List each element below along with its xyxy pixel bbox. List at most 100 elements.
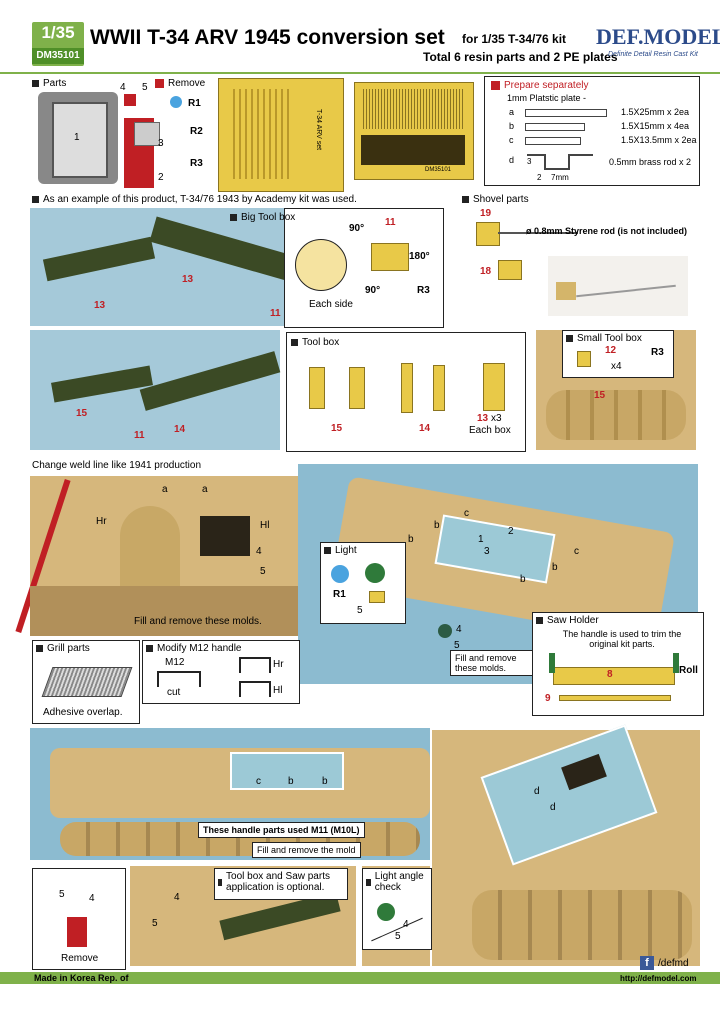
- label-a: a: [162, 484, 168, 495]
- label-cut: cut: [167, 687, 181, 698]
- remove-sprue-icon: [67, 917, 87, 947]
- product-code: DM35101: [32, 48, 84, 64]
- shovel-photo: [548, 256, 688, 316]
- example-text: As an example of this product, T-34/76 1…: [43, 194, 357, 205]
- m12-label: Modify M12 handle: [157, 643, 242, 654]
- label-m12: M12: [165, 657, 185, 668]
- strap-d-icon: [433, 365, 445, 411]
- saw-blade-icon: [553, 667, 675, 685]
- upper-resin-hatch-icon: [230, 752, 344, 790]
- label-11: 11: [134, 430, 145, 441]
- label-a: a: [509, 107, 515, 117]
- label-19: 19: [480, 208, 492, 219]
- saw-holder-diagram: Saw Holder The handle is used to trim th…: [532, 612, 704, 716]
- bullet-icon: [536, 617, 543, 624]
- bullet-icon: [566, 335, 573, 342]
- label-b: b: [434, 520, 440, 531]
- styrene-rod-icon: [498, 232, 578, 234]
- bracket-detail-icon: [295, 239, 347, 291]
- label-4: 4: [174, 892, 180, 903]
- brass-rod-shape-icon: [527, 154, 593, 170]
- resin-ball-icon: [170, 96, 182, 108]
- angle-180: 180°: [409, 251, 430, 262]
- each-side-note: Each side: [309, 299, 353, 310]
- facebook-link[interactable]: /defmd: [658, 958, 689, 969]
- prepare-heading: Prepare separately: [491, 80, 589, 91]
- light-heading: Light: [324, 545, 357, 556]
- hr-handle-icon: [239, 657, 271, 673]
- label-hl: Hl: [273, 685, 283, 696]
- shovel-blade-icon: [476, 222, 500, 246]
- close-resin-hatch-icon: [480, 724, 658, 866]
- toolbox-14-icon: [139, 351, 281, 411]
- part-4-5-icon: [124, 94, 136, 106]
- bullet-icon: [32, 196, 39, 203]
- shovel-head-icon: [556, 282, 576, 300]
- remove-label: Remove: [168, 78, 206, 89]
- grill-label: Grill parts: [47, 643, 90, 654]
- lamp-bracket-icon: [369, 591, 385, 603]
- optional-heading: Tool box and Saw parts application is op…: [218, 871, 344, 893]
- remove-swatch-icon: [155, 79, 164, 88]
- parts-heading: Parts: [32, 78, 66, 89]
- rear-opening-icon: [200, 516, 250, 556]
- size-b: 1.5X15mm x 4ea: [621, 121, 690, 131]
- headlight-icon: [438, 624, 452, 638]
- label-4: 4: [456, 624, 462, 635]
- label-12: 12: [605, 345, 617, 356]
- optional-note-box: Tool box and Saw parts application is op…: [214, 868, 348, 900]
- website-link[interactable]: http://defmodel.com: [620, 974, 697, 983]
- saw-note: The handle is used to trim the original …: [562, 629, 682, 649]
- label-b: b: [552, 562, 558, 573]
- part-r1: R1: [188, 98, 201, 109]
- tank-wheels-icon: [546, 390, 686, 440]
- label-d: d: [534, 786, 540, 797]
- angle-90a: 90°: [349, 223, 365, 234]
- label-c: c: [574, 546, 579, 557]
- optional-label: Tool box and Saw parts application is op…: [226, 871, 330, 893]
- label-b: b: [322, 776, 328, 787]
- strip-c-icon: [525, 137, 581, 145]
- bullet-icon: [291, 339, 298, 346]
- footer-bar: [0, 972, 720, 984]
- grill-heading: Grill parts: [36, 643, 90, 654]
- big-toolbox-label: Big Tool box: [241, 212, 296, 223]
- saw-label: Saw Holder: [547, 615, 599, 626]
- made-in-korea: Made in Korea Rep. of: [34, 973, 129, 983]
- label-2: 2: [508, 526, 514, 537]
- close-hatch-photo: d d: [432, 724, 700, 966]
- label-9: 9: [545, 693, 551, 704]
- brand-logo: DEF.MODEL: [596, 24, 720, 49]
- part-r2: R2: [190, 126, 203, 137]
- label-11b: 11: [385, 217, 396, 228]
- part-3-icon: [134, 122, 160, 146]
- label-18: 18: [480, 266, 492, 277]
- facebook-icon[interactable]: f: [640, 956, 654, 970]
- light-check-label: Light angle check: [374, 871, 424, 893]
- prepare-title: Prepare separately: [504, 80, 589, 91]
- hl-handle-icon: [239, 681, 271, 697]
- toolbox-label: Tool box: [302, 337, 340, 348]
- bullet-icon: [462, 196, 469, 203]
- dim-3: 3: [527, 157, 532, 166]
- pe-grill-mesh: [361, 89, 465, 129]
- small-toolbox-label: Small Tool box: [577, 333, 642, 344]
- light-check-diagram: Light angle check 4 5: [362, 868, 432, 950]
- scale-badge: 1/35 DM35101: [32, 22, 84, 66]
- light-label: Light: [335, 545, 357, 556]
- bullet-icon: [32, 80, 39, 87]
- strap-b-icon: [349, 367, 365, 409]
- pe-grill-frames: [361, 135, 465, 165]
- label-4: 4: [403, 919, 409, 930]
- label-11a: 11: [270, 308, 281, 319]
- label-14: 14: [419, 423, 431, 434]
- bullet-icon: [146, 645, 153, 652]
- brand-tagline: Definite Detail Resin Cast Kit: [608, 51, 698, 58]
- label-c: c: [464, 508, 469, 519]
- strap-e-icon: [483, 363, 505, 411]
- label-15: 15: [331, 423, 343, 434]
- remove-legend: Remove: [155, 78, 205, 89]
- hull-fill-note: Fill and remove these molds.: [450, 650, 534, 676]
- pe-plate-1-label: T-34 ARV set: [315, 109, 322, 151]
- bullet-icon: [324, 547, 331, 554]
